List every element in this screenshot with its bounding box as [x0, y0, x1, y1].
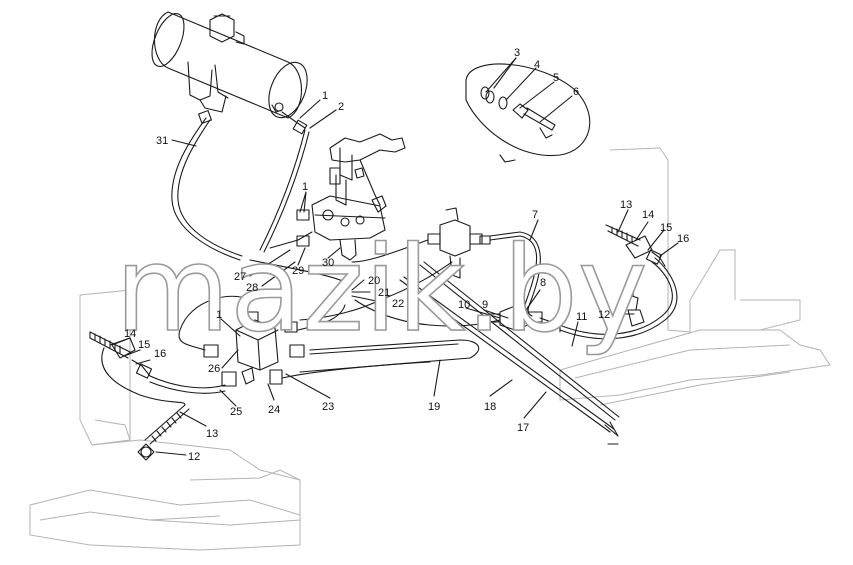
- callout-23: 23: [322, 401, 334, 413]
- callout-17: 17: [517, 422, 529, 434]
- callout-16-left: 16: [154, 348, 166, 360]
- callout-26: 26: [208, 363, 220, 375]
- callout-21: 21: [378, 287, 390, 299]
- callout-13-left: 13: [206, 428, 218, 440]
- callout-12-left: 12: [188, 451, 200, 463]
- callout-10: 10: [458, 299, 470, 311]
- brake-chamber-right: [605, 224, 666, 267]
- connector-12-right: [627, 281, 645, 327]
- callout-19: 19: [428, 401, 440, 413]
- callout-5: 5: [553, 72, 559, 84]
- tee-fitting: [427, 207, 491, 279]
- leader-lines: [109, 57, 679, 456]
- hose-13-left: [137, 404, 190, 461]
- callout-8: 8: [540, 277, 546, 289]
- callout-14-left: 14: [124, 328, 136, 340]
- chassis-outline: [29, 147, 831, 551]
- control-valve-assembly: [296, 133, 406, 261]
- callout-31: 31: [156, 135, 168, 147]
- callout-1: 1: [322, 90, 328, 102]
- callout-15-right: 15: [660, 222, 672, 234]
- callout-2: 2: [338, 101, 344, 113]
- pipelines: [101, 110, 678, 445]
- callout-28: 28: [246, 282, 258, 294]
- callout-labels: 1 2 3 4 5 6 31 1 7 13 14 15 16 27 28 29 …: [124, 47, 689, 463]
- callout-29: 29: [292, 265, 304, 277]
- callout-6: 6: [573, 86, 579, 98]
- callout-24: 24: [268, 404, 280, 416]
- callout-14-right: 14: [642, 209, 654, 221]
- callout-9: 9: [482, 299, 488, 311]
- callout-16-right: 16: [677, 233, 689, 245]
- callout-1-block: 1: [216, 309, 222, 321]
- callout-22: 22: [392, 298, 404, 310]
- callout-25: 25: [230, 406, 242, 418]
- callout-11: 11: [576, 311, 587, 323]
- callout-15-left: 15: [138, 339, 150, 351]
- callout-4: 4: [534, 59, 540, 71]
- air-tank: [151, 11, 308, 135]
- callout-27: 27: [234, 271, 246, 283]
- watermark-text: mazik.by: [115, 220, 648, 358]
- detail-inset: [465, 63, 591, 163]
- callout-13-right: 13: [620, 199, 632, 211]
- callout-1-valve: 1: [302, 181, 308, 193]
- callout-30: 30: [322, 257, 334, 269]
- valve-block-left: [203, 311, 305, 387]
- callout-12-right: 12: [598, 309, 610, 321]
- callout-18: 18: [484, 401, 496, 413]
- callout-20: 20: [368, 275, 380, 287]
- callout-3: 3: [514, 47, 520, 59]
- callout-7: 7: [532, 209, 538, 221]
